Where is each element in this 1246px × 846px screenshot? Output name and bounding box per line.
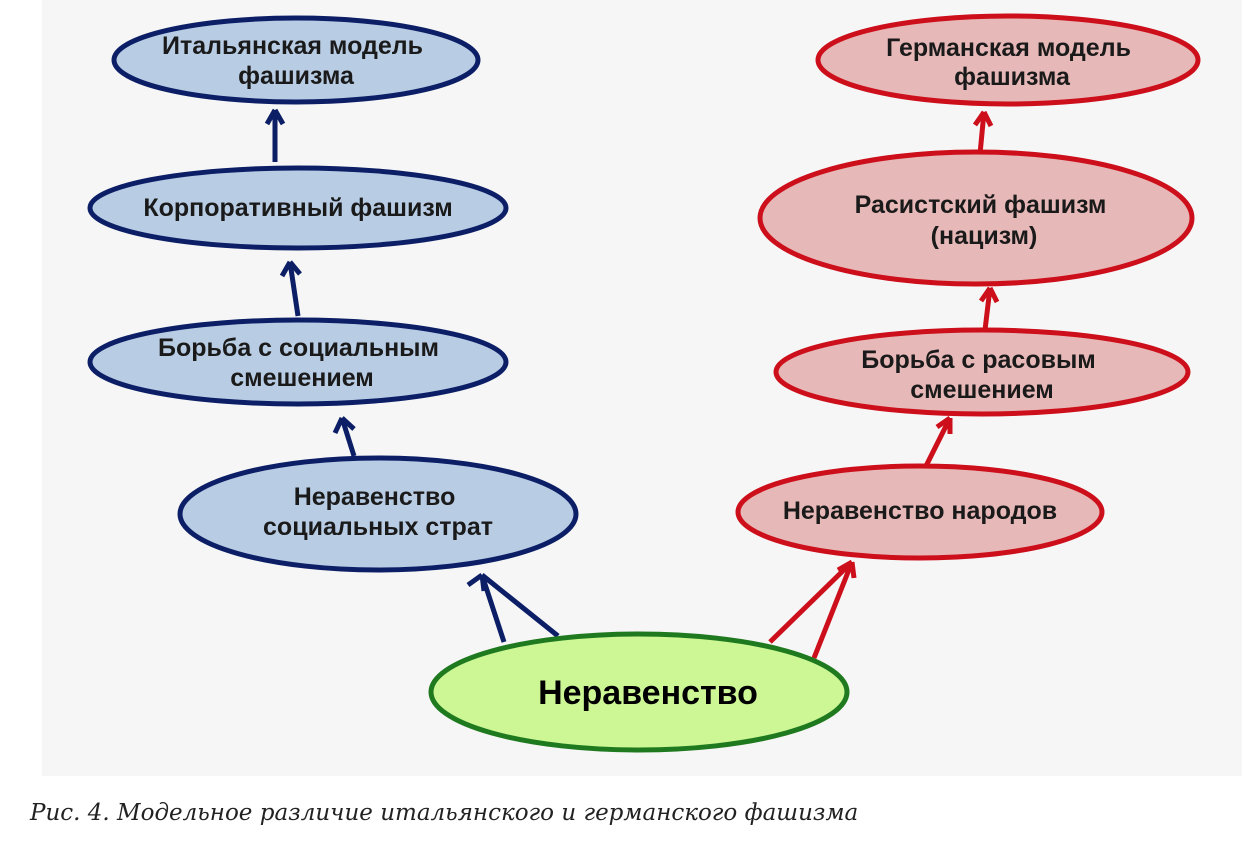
arrowhead-racist [978, 286, 1000, 304]
edge-social-mixing-to-corporate [287, 261, 301, 317]
edge-root-to-social-strata-2 [480, 573, 560, 638]
node-label-line: Неравенство народов [783, 497, 1057, 525]
edge-social-strata-to-social-mixing [339, 417, 357, 457]
node-root: Неравенство [428, 631, 850, 753]
node-label-line: Неравенство социальных страт [263, 483, 493, 541]
node-racial-mixing: Борьба с расовым смешением [773, 327, 1191, 417]
edges-italian [264, 108, 560, 643]
node-label-line: Неравенство [538, 674, 758, 712]
node-social-mixing: Борьба с социальным смешением [87, 317, 509, 407]
node-german-model: Германская модель фашизма [815, 13, 1201, 107]
node-label-line: Расистский фашизм (нацизм) [855, 191, 1114, 250]
diagram-canvas: Итальянская модель фашизма Корпоративный… [87, 13, 1201, 753]
edges-german [768, 110, 1000, 659]
arrowhead-racial-mixing [935, 415, 953, 434]
node-corporate-fascism: Корпоративный фашизм [87, 165, 509, 251]
arrowhead-peoples-inequality [836, 559, 857, 579]
node-label-line: Борьба с социальным смешением [158, 334, 446, 392]
node-peoples-inequality: Неравенство народов [735, 463, 1105, 561]
node-italian-model: Итальянская модель фашизма [111, 15, 481, 105]
node-label-line: Германская модель фашизма [886, 34, 1138, 91]
node-label-line: Борьба с расовым смешением [861, 346, 1103, 404]
diagram-figure: Итальянская модель фашизма Корпоративный… [42, 0, 1242, 776]
edge-racist-to-german-model [977, 111, 987, 155]
node-racist-fascism: Расистский фашизм (нацизм) [757, 149, 1195, 287]
node-label-line: Корпоративный фашизм [143, 194, 452, 222]
arrowhead-corporate [279, 260, 302, 278]
arrowhead-german-model [972, 110, 994, 128]
edge-peoples-to-racial-mixing [923, 416, 953, 468]
edge-root-to-peoples-inequality-2 [811, 561, 855, 659]
node-label-line: Итальянская модель фашизма [162, 32, 430, 90]
node-social-strata: Неравенство социальных страт [177, 455, 579, 573]
edge-root-to-peoples-inequality [768, 560, 854, 644]
arrowhead-italian-model [264, 108, 286, 126]
figure-caption: Рис. 4. Модельное различие итальянского … [30, 800, 859, 826]
arrowhead-social-strata [466, 572, 487, 592]
edge-racial-mixing-to-racist [982, 287, 993, 331]
arrowhead-social-mixing [332, 416, 356, 435]
